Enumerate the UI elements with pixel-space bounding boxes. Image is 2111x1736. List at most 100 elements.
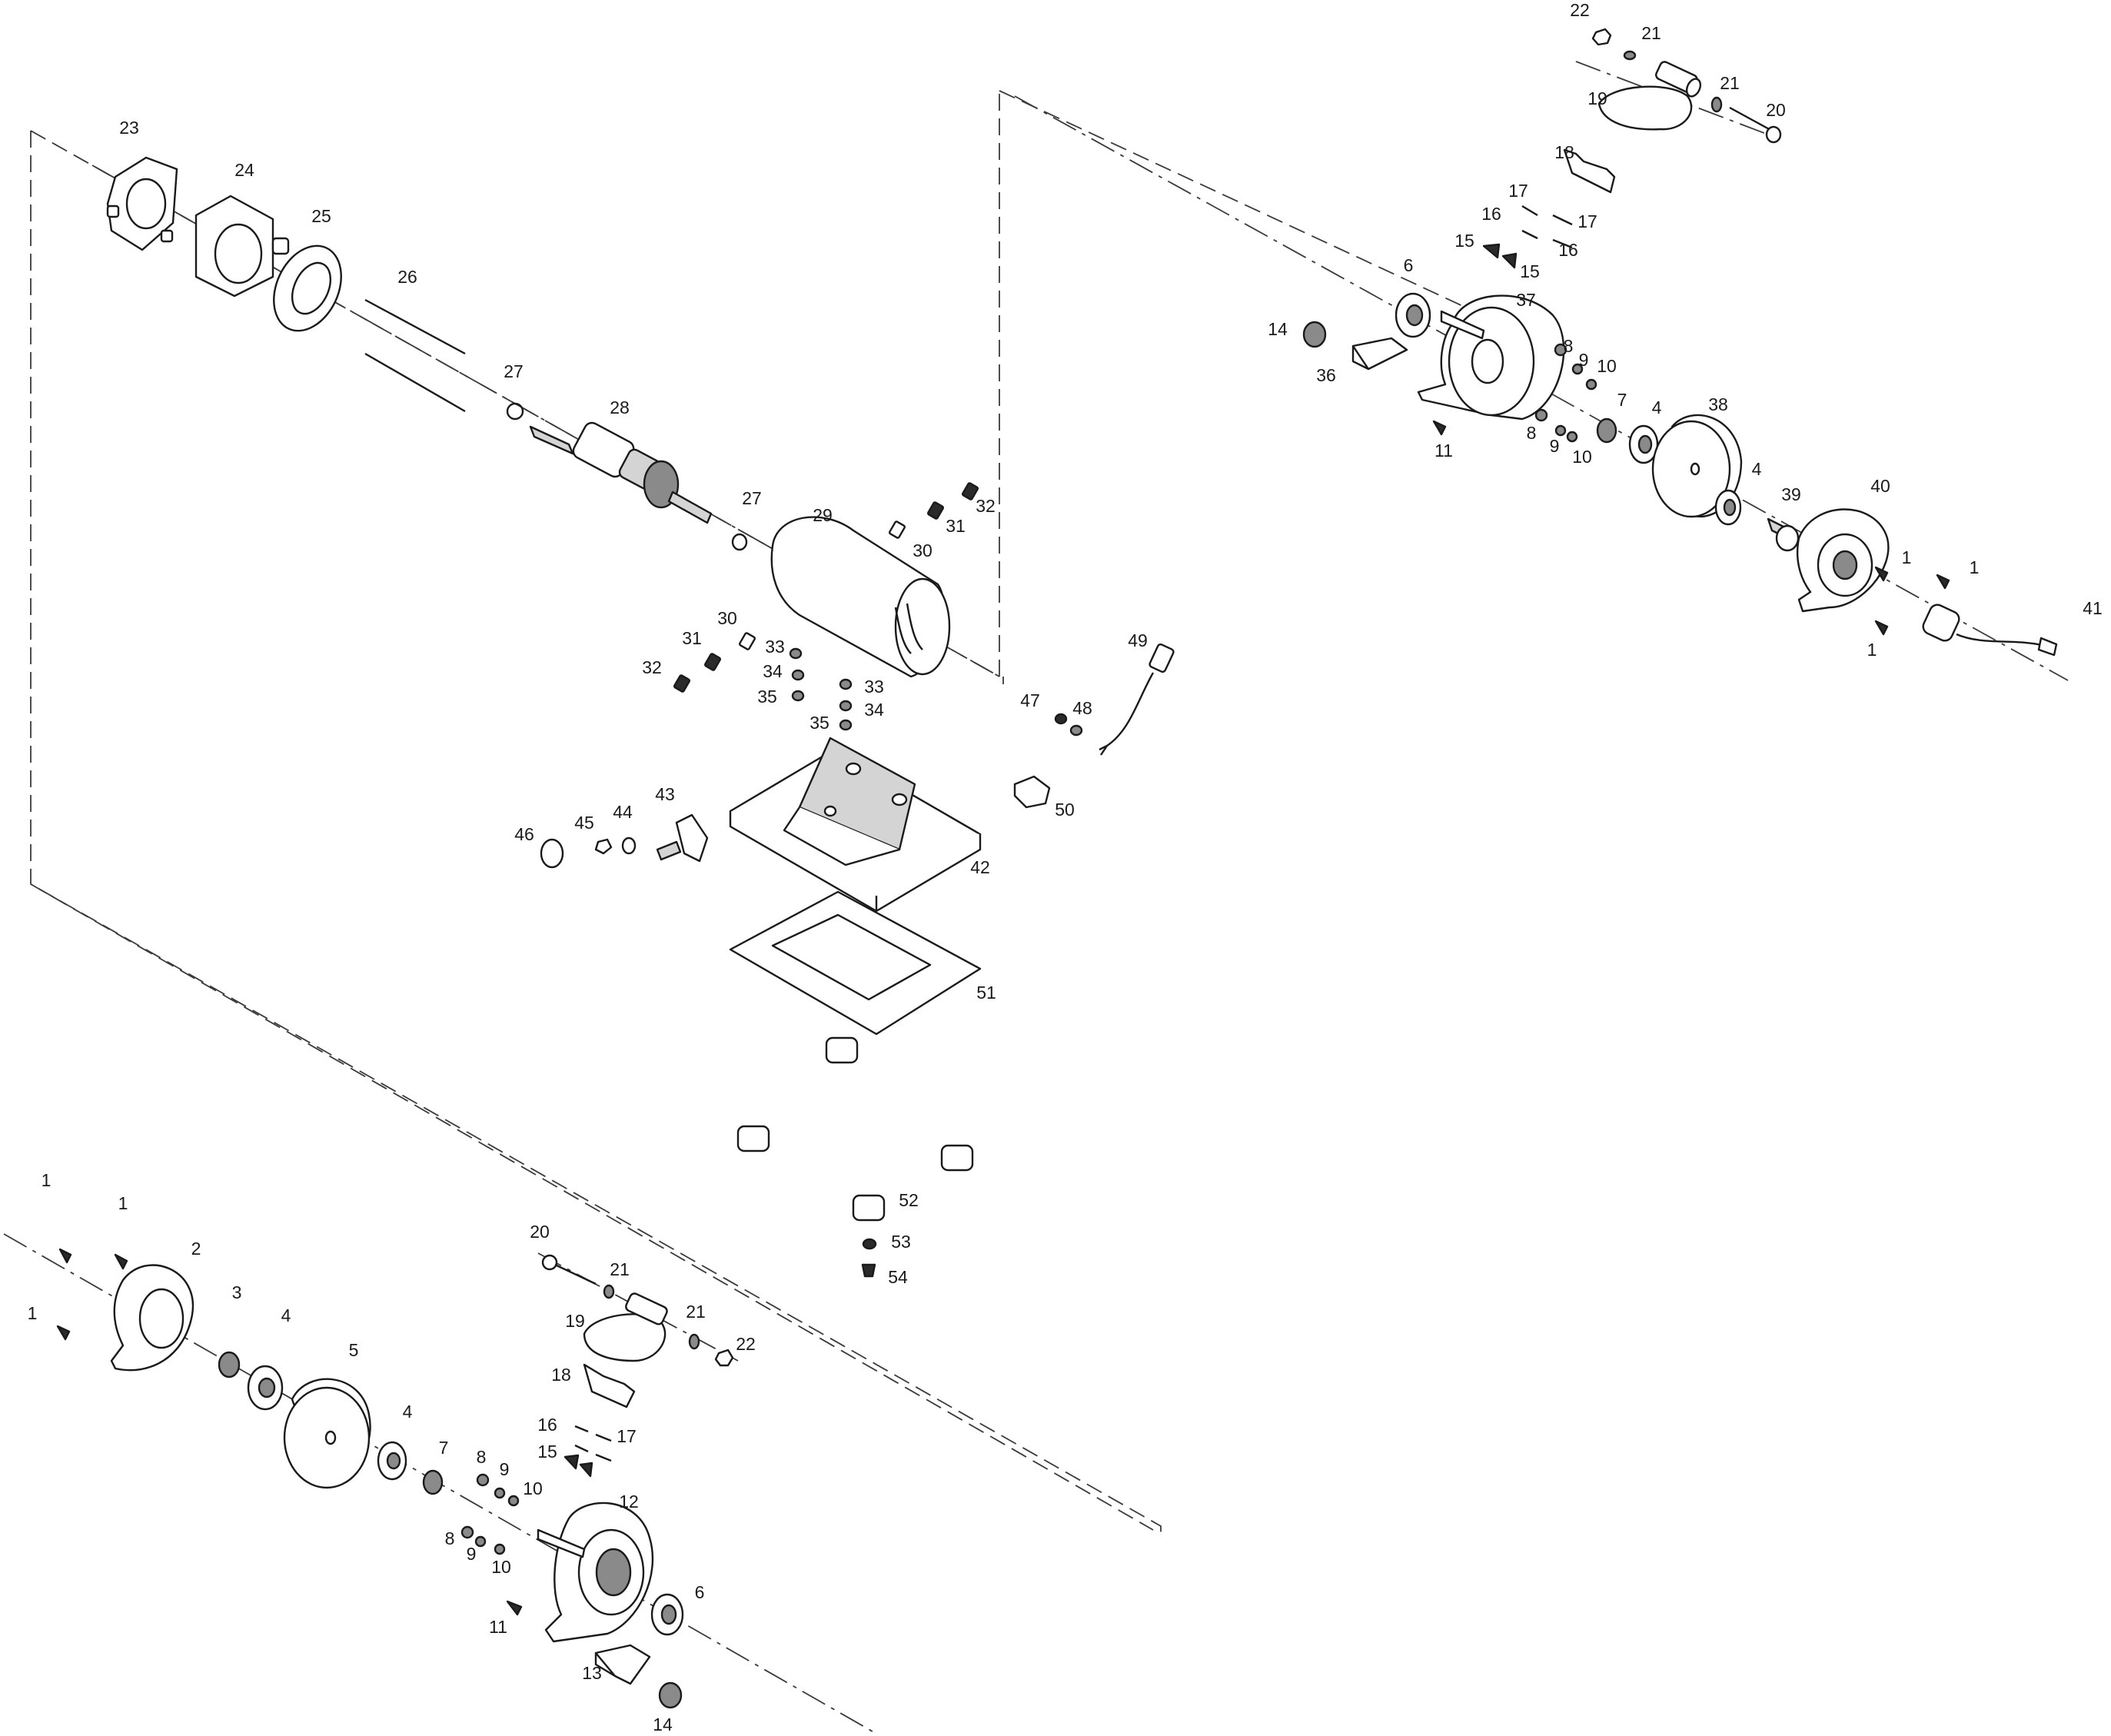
callout-34a: 34 [763, 661, 783, 681]
bolt-20-top [1729, 106, 1782, 144]
callout-21a: 21 [1641, 23, 1661, 43]
callout-38: 38 [1708, 394, 1728, 414]
nut-7-lower [422, 1469, 444, 1495]
callout-8c: 8 [477, 1447, 487, 1467]
callout-18a: 18 [1554, 142, 1574, 162]
callout-39: 39 [1781, 484, 1801, 504]
callout-10d: 10 [491, 1557, 511, 1577]
nut-7-top [1596, 417, 1617, 444]
switch-43 [656, 813, 709, 863]
bracket-36 [1351, 337, 1408, 371]
callout-52: 52 [899, 1190, 919, 1210]
nut-22-lower [714, 1349, 734, 1367]
callout-21b: 21 [1720, 73, 1740, 93]
washer-21-top-b [1710, 96, 1723, 113]
callout-32b: 32 [642, 657, 662, 677]
callout-17c: 17 [617, 1426, 637, 1446]
callout-3: 3 [232, 1282, 242, 1302]
callout-53: 53 [891, 1232, 911, 1252]
callout-9a: 9 [1579, 350, 1589, 370]
callout-43: 43 [655, 784, 675, 804]
strain-relief-50 [1013, 775, 1051, 809]
callout-48: 48 [1072, 698, 1092, 718]
washer-21-top-a [1623, 50, 1637, 61]
callout-37: 37 [1516, 290, 1536, 310]
screw-54 [861, 1263, 876, 1278]
callout-10a: 10 [1597, 356, 1617, 376]
flex-light-41 [1922, 604, 2058, 657]
callout-16c: 16 [537, 1415, 557, 1435]
lower-section-boundary [30, 677, 1154, 1531]
screws-1-lower [56, 1248, 128, 1341]
nut-45 [594, 838, 613, 855]
callout-35a: 35 [757, 687, 777, 707]
callout-54: 54 [888, 1267, 908, 1287]
callout-15c: 15 [537, 1442, 557, 1462]
callout-34b: 34 [864, 700, 884, 720]
eye-shield-19-top [1597, 61, 1702, 131]
nut-14-lower [658, 1681, 683, 1709]
bracket-18-lower [583, 1363, 636, 1408]
spring-pins-16-17-lower [574, 1425, 612, 1462]
callout-4b: 4 [1752, 459, 1762, 479]
callout-5: 5 [349, 1340, 359, 1360]
washers-33-34-35 [789, 647, 853, 731]
callout-19b: 19 [565, 1311, 585, 1331]
callout-9d: 9 [467, 1544, 477, 1564]
spring-pins-16-17-top [1521, 205, 1573, 249]
callout-22a: 22 [1570, 0, 1590, 20]
screw-11-top [1432, 420, 1447, 436]
callout-13: 13 [582, 1663, 602, 1683]
callout-15b: 15 [1520, 261, 1540, 281]
brushes-30-31-32-right [888, 482, 979, 539]
callout-1b: 1 [1970, 557, 1980, 577]
callout-24: 24 [234, 160, 254, 180]
outer-guard-40 [1796, 508, 1890, 613]
grinding-wheel-5 [283, 1378, 371, 1489]
stator-housing-24 [194, 195, 290, 298]
callout-36: 36 [1316, 365, 1336, 385]
screws-15-top [1482, 243, 1518, 269]
callout-16b: 16 [1558, 240, 1578, 260]
washer-21-lower-b [688, 1333, 700, 1350]
callout-17a: 17 [1508, 181, 1528, 201]
callout-30b: 30 [717, 608, 737, 628]
callout-51: 51 [976, 983, 996, 1003]
callout-21d: 21 [686, 1302, 706, 1322]
gasket-25 [273, 244, 342, 332]
callout-31a: 31 [946, 516, 966, 536]
callout-21c: 21 [610, 1259, 630, 1279]
bracket-13 [594, 1644, 651, 1685]
callout-27b: 27 [742, 488, 762, 508]
nut-14-top [1302, 321, 1327, 348]
tie-rods-26 [364, 298, 466, 413]
callout-44: 44 [613, 802, 633, 822]
armature-28 [529, 421, 713, 524]
washer-44 [621, 836, 637, 855]
callout-8b: 8 [1527, 423, 1537, 443]
callout-12: 12 [619, 1492, 639, 1512]
nut-22-top [1591, 28, 1612, 46]
callout-11a: 11 [1434, 441, 1453, 461]
callout-28: 28 [610, 397, 630, 417]
base-gasket-51 [729, 890, 982, 1036]
callout-31b: 31 [682, 628, 702, 648]
nut-3 [218, 1351, 241, 1378]
callout-49: 49 [1128, 630, 1148, 650]
flange-4-top-b [1714, 489, 1742, 526]
callout-10c: 10 [523, 1478, 543, 1498]
callout-4d: 4 [403, 1402, 413, 1422]
callout-25: 25 [311, 206, 331, 226]
callout-47: 47 [1020, 690, 1040, 710]
callout-35b: 35 [809, 713, 829, 733]
flange-4-lower-a [247, 1365, 284, 1411]
wheel-guard-12 [537, 1502, 654, 1643]
bolt-20-lower [541, 1254, 597, 1285]
motor-shell-29 [770, 516, 951, 678]
callout-15a: 15 [1454, 231, 1474, 251]
callout-40: 40 [1870, 476, 1890, 496]
callout-50: 50 [1055, 800, 1075, 820]
callout-1a: 1 [1902, 547, 1912, 567]
